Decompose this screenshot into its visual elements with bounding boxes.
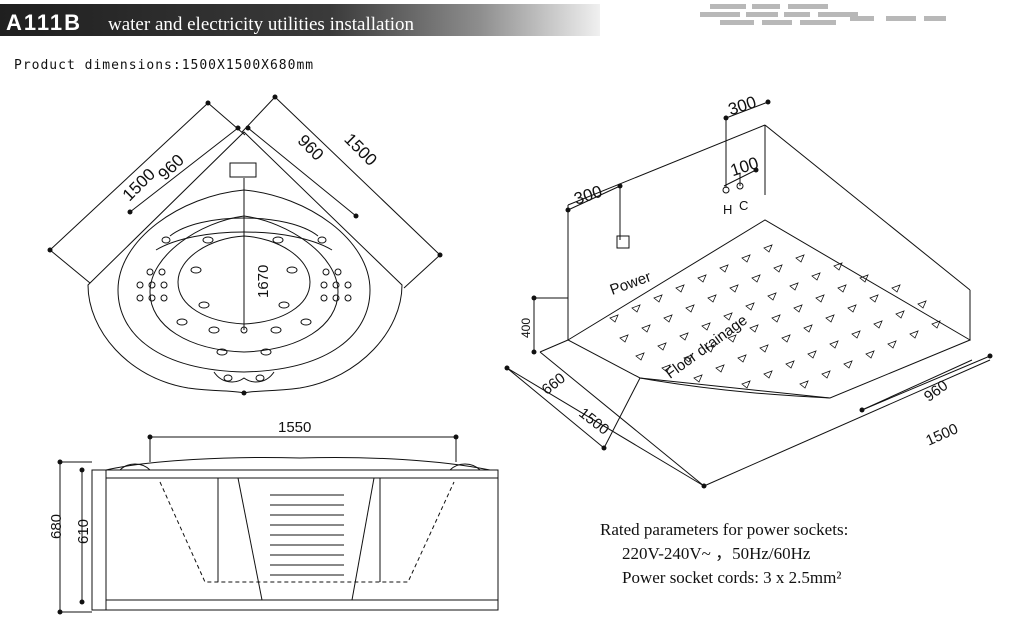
top-dim-diagonal: 1670 (255, 265, 272, 298)
drain-slots (270, 494, 344, 576)
iso-dim-1500-left: 1500 (575, 405, 612, 439)
product-dimensions: Product dimensions:1500X1500X680mm (14, 58, 315, 73)
iso-dim-400: 400 (519, 318, 533, 338)
header-title: water and electricity utilities installa… (108, 14, 415, 35)
power-parameters: Rated parameters for power sockets: 220V… (600, 518, 848, 590)
top-dim-right-outer: 1500 (340, 129, 380, 169)
top-dim-left-inner: 960 (154, 151, 187, 184)
iso-label-h: H (723, 202, 732, 217)
side-view (59, 436, 499, 613)
iso-dim-300-top: 300 (726, 92, 759, 119)
power-heading: Rated parameters for power sockets: (600, 520, 849, 539)
iso-label-power: Power (608, 268, 654, 299)
side-dim-length: 1550 (278, 419, 311, 436)
top-dim-left-outer: 1500 (119, 165, 159, 205)
iso-dim-1500-right: 1500 (923, 420, 960, 449)
labels: 1500 960 960 1500 1670 300 300 100 H C P… (48, 92, 961, 544)
iso-label-c: C (739, 198, 748, 213)
header: A111B water and electricity utilities in… (0, 0, 1023, 40)
header-bar: A111B water and electricity utilities in… (0, 4, 600, 36)
dimension-dots (47, 94, 993, 615)
jets (136, 236, 352, 382)
iso-view (506, 101, 991, 487)
top-dim-right-inner: 960 (294, 131, 327, 164)
power-cords: Power socket cords: 3 x 2.5mm² (622, 568, 842, 587)
floor-pattern (609, 244, 941, 389)
iso-dim-300-left: 300 (572, 182, 605, 209)
model-code: A111B (6, 10, 83, 35)
iso-dim-660: 660 (539, 370, 569, 399)
iso-label-floor: Floor drainage (662, 312, 750, 383)
power-voltage: 220V-240V~ ，50Hz/60Hz (622, 544, 811, 563)
top-view (49, 96, 441, 394)
iso-dim-100: 100 (728, 153, 761, 180)
side-dim-inner: 610 (75, 519, 92, 544)
side-dim-height: 680 (48, 514, 65, 539)
